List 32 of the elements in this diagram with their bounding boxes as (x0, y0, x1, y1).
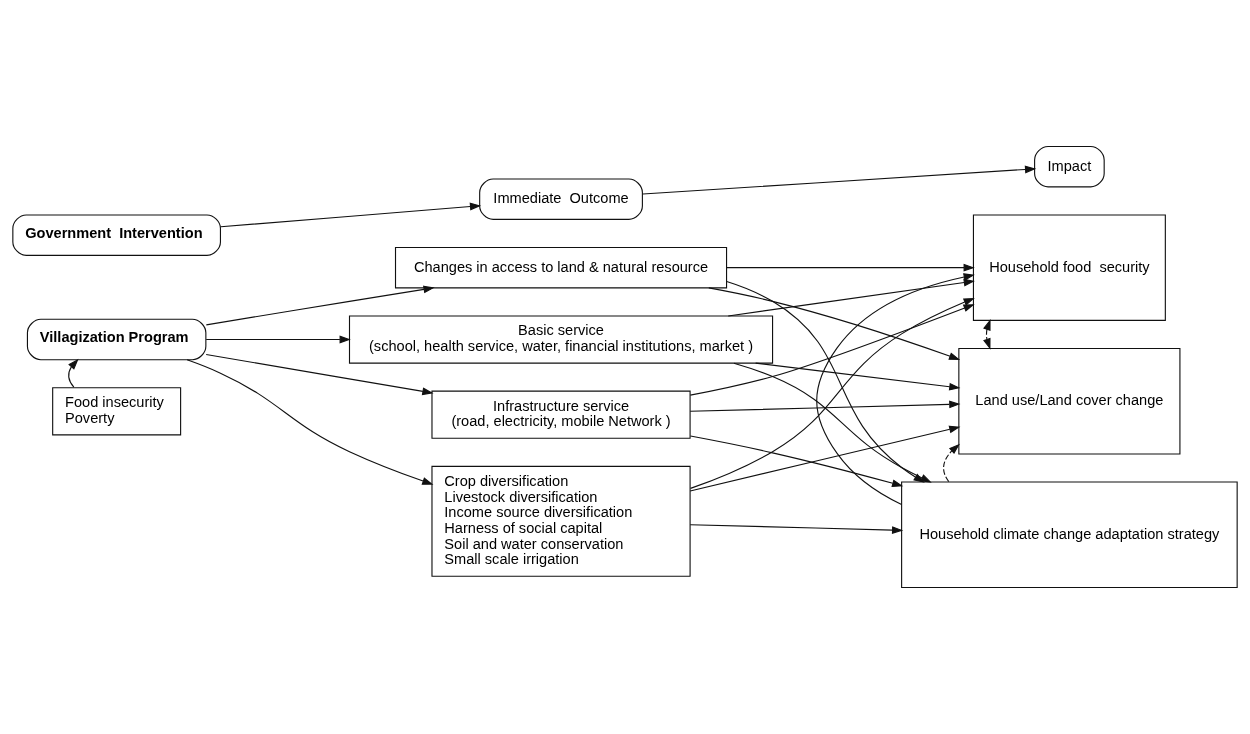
arrow (642, 165, 1037, 195)
arrow (186, 359, 434, 485)
node-box: Immediate Outcome (479, 178, 643, 220)
arrow (689, 304, 975, 396)
node-box: Land use/Land cover change (958, 347, 1181, 455)
node-box: Changes in access to land & natural resource (394, 246, 728, 289)
arrow (689, 400, 961, 412)
node-box: Impact (1034, 145, 1105, 188)
arrow (983, 319, 991, 350)
node-box: Crop diversification Livestock diversification Income source diversification Harness of social capital Soil and water conservation Small scale irrigation (431, 465, 691, 577)
node-box: Basic service (school, health service, water, financial institutions, market ) (348, 315, 774, 364)
arrow (205, 354, 434, 396)
node-box: Household climate change adaptation strategy (901, 481, 1238, 589)
arrow (816, 273, 975, 505)
arrow (689, 425, 961, 492)
arrow (943, 443, 960, 483)
node-box: Infrastructure service (road, electricity, mobile Network ) (431, 390, 691, 439)
node-box: Government Intervention (12, 214, 221, 256)
arrow (205, 285, 435, 326)
arrow (689, 297, 975, 489)
node-box: Villagization Program (26, 318, 207, 361)
arrow (689, 524, 904, 534)
node-box: Food insecurity Poverty (52, 387, 182, 436)
arrow (727, 278, 975, 317)
arrow (726, 263, 975, 272)
arrow (689, 435, 904, 487)
arrow (708, 287, 961, 360)
arrow (755, 362, 961, 391)
arrow (68, 358, 79, 388)
node-box: Household food security (972, 214, 1166, 321)
arrow (205, 335, 351, 344)
arrow (220, 202, 482, 228)
